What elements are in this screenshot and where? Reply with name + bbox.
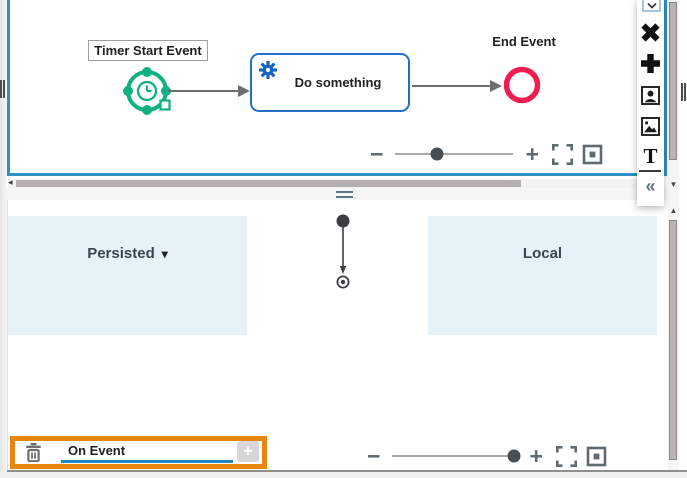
caret-down-icon: ▾: [161, 247, 168, 261]
zoom-slider-knob[interactable]: [430, 147, 444, 161]
zoom-toolbar-top: − +: [366, 139, 603, 169]
delete-tool-button[interactable]: [637, 22, 664, 43]
right-splitter-handle[interactable]: [681, 83, 686, 101]
horizontal-scrollbar-thumb[interactable]: [16, 180, 521, 187]
chevron-down-icon: [646, 2, 657, 9]
fit-viewport-icon: [555, 445, 577, 467]
panel-splitter-handle[interactable]: [336, 191, 353, 198]
input-underline: [61, 460, 233, 463]
center-viewport-icon: [586, 446, 607, 466]
portrait-image-tool-button[interactable]: [637, 86, 664, 105]
landscape-image-tool-button[interactable]: [637, 117, 664, 136]
sidebar-divider: [639, 170, 661, 172]
resize-handle-icon[interactable]: [159, 99, 171, 111]
zoom-slider[interactable]: [395, 147, 514, 161]
timer-start-event-label[interactable]: Timer Start Event: [88, 40, 208, 61]
horizontal-scrollbar[interactable]: ◂: [8, 177, 660, 188]
on-event-editor[interactable]: On Event +: [10, 436, 267, 469]
persisted-label: Persisted: [87, 245, 155, 262]
gear-icon: [259, 61, 277, 79]
vertical-scrollbar[interactable]: ▼ ▲: [668, 0, 679, 470]
sequence-flow-2[interactable]: [412, 78, 502, 94]
scroll-left-arrow-icon[interactable]: ◂: [8, 177, 13, 187]
text-icon: T: [643, 144, 658, 168]
scroll-up-button[interactable]: ▲: [669, 206, 678, 215]
add-event-button[interactable]: +: [237, 441, 259, 462]
fit-viewport-button[interactable]: [551, 143, 573, 165]
zoom-slider-bottom[interactable]: [392, 449, 521, 463]
end-event-label: End Event: [492, 34, 556, 49]
collapse-icon: «: [645, 176, 656, 196]
portrait-image-icon: [641, 86, 660, 105]
zoom-in-button-bottom[interactable]: +: [529, 443, 543, 469]
zoom-in-button[interactable]: +: [525, 141, 539, 167]
center-viewport-button[interactable]: [582, 144, 603, 165]
close-icon: [641, 23, 660, 42]
task-label: Do something: [294, 75, 382, 90]
right-rail: [679, 0, 687, 478]
fit-viewport-button-bottom[interactable]: [555, 445, 577, 467]
timer-start-event[interactable]: [118, 62, 176, 120]
local-header[interactable]: Local: [428, 216, 657, 335]
add-tool-button[interactable]: [637, 53, 664, 74]
collapsed-dropdown-button[interactable]: [642, 0, 661, 12]
local-label: Local: [522, 245, 563, 262]
bpmn-canvas[interactable]: Timer Start Event: [7, 0, 667, 176]
tools-sidebar: T «: [637, 0, 664, 206]
center-viewport-button-bottom[interactable]: [586, 446, 607, 467]
vertical-scrollbar-thumb-top[interactable]: [669, 2, 677, 160]
persisted-dropdown[interactable]: Persisted ▾: [8, 216, 247, 335]
state-connector[interactable]: [330, 210, 356, 295]
vertical-scrollbar-thumb-bottom[interactable]: [669, 220, 677, 460]
sequence-flow-1[interactable]: [168, 83, 250, 99]
zoom-out-button[interactable]: −: [370, 141, 384, 167]
panel-divider: [7, 188, 667, 200]
left-splitter-handle[interactable]: [0, 80, 5, 98]
timer-start-event-label-text: Timer Start Event: [94, 43, 202, 58]
zoom-slider-knob-bottom[interactable]: [507, 449, 521, 463]
plus-icon: [641, 54, 660, 73]
on-event-input[interactable]: On Event: [68, 443, 126, 458]
zoom-out-button-bottom[interactable]: −: [367, 443, 381, 469]
trash-icon[interactable]: [25, 443, 42, 462]
landscape-image-icon: [641, 117, 660, 136]
bottom-border: [7, 470, 687, 472]
bottom-strip: [0, 472, 687, 478]
center-viewport-icon: [582, 144, 603, 164]
scroll-down-button[interactable]: ▼: [669, 180, 678, 189]
zoom-toolbar-bottom: − +: [363, 441, 607, 471]
task-do-something[interactable]: Do something: [250, 53, 410, 112]
collapse-sidebar-button[interactable]: «: [637, 177, 664, 195]
text-tool-button[interactable]: T: [637, 146, 664, 167]
left-rail: [0, 0, 7, 478]
fit-viewport-icon: [551, 143, 573, 165]
end-event[interactable]: [501, 64, 543, 106]
